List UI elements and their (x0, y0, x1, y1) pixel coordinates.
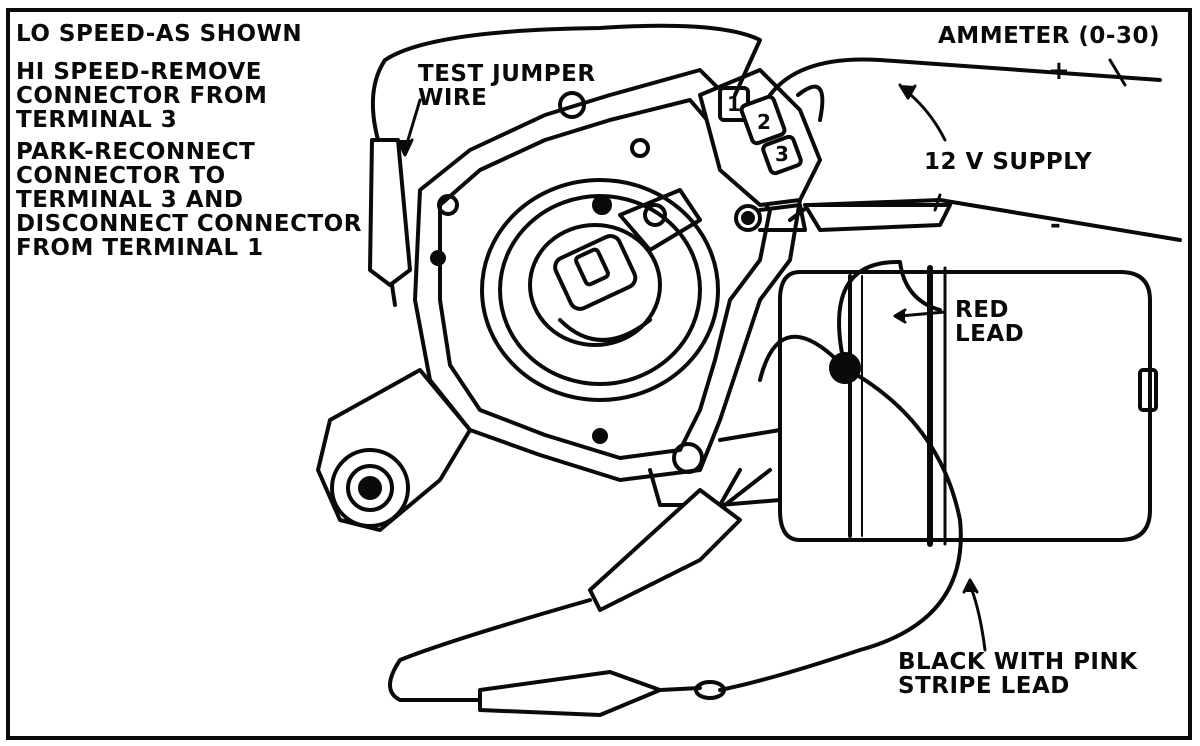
park-note: PARK-RECONNECT CONNECTOR TO TERMINAL 3 A… (16, 139, 362, 261)
terminal-block (698, 68, 822, 232)
lo-speed-note: LO SPEED-AS SHOWN (16, 21, 303, 47)
terminal-2-label: 2 (757, 110, 771, 134)
terminal-3-label: 3 (775, 142, 789, 166)
diagram-border (6, 8, 1192, 740)
test-jumper-label: TEST JUMPER WIRE (418, 61, 596, 111)
black-lead-label: BLACK WITH PINK STRIPE LEAD (898, 649, 1138, 699)
leader-lines (396, 58, 1127, 652)
drive-gear (480, 178, 720, 402)
supply-wires (768, 57, 1182, 242)
hi-speed-note: HI SPEED-REMOVE CONNECTOR FROM TERMINAL … (16, 59, 268, 133)
ammeter-label: AMMETER (0-30) (938, 23, 1160, 49)
negative-sign: - (1050, 210, 1061, 240)
positive-sign: + (1048, 56, 1070, 86)
red-lead-label: RED LEAD (955, 297, 1025, 347)
test-jumper-wire (368, 23, 762, 307)
crank-arm (316, 368, 472, 532)
red-lead-wire (758, 259, 942, 382)
terminal-1-label: 1 (727, 92, 741, 116)
supply-label: 12 V SUPPLY (924, 149, 1093, 175)
black-pink-lead-wire (388, 366, 963, 717)
